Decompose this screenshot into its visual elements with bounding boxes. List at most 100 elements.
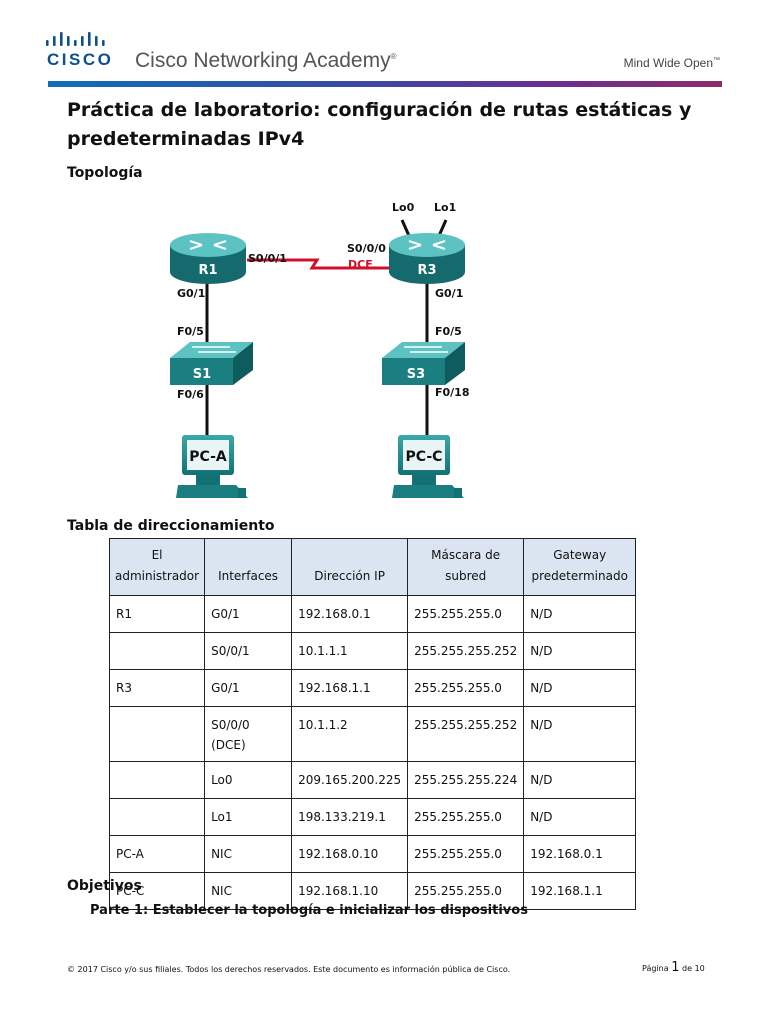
lo0-label: Lo0: [392, 201, 415, 214]
academy-text: Cisco Networking Academy: [135, 49, 391, 72]
pc-a: PC-A: [176, 435, 248, 498]
academy-name: Cisco Networking Academy®: [135, 49, 397, 73]
footer-copyright: © 2017 Cisco y/o sus filiales. Todos los…: [67, 965, 511, 974]
cell-gateway: N/D: [523, 632, 637, 670]
pcc-label: PC-C: [406, 449, 443, 465]
header-gateway: Gateway predeterminado: [523, 538, 637, 596]
cell-gateway: 192.168.1.1: [523, 872, 637, 910]
cell-interface: S0/0/1: [204, 632, 293, 670]
cell-mask: 255.255.255.252: [407, 706, 525, 762]
cell-mask: 255.255.255.0: [407, 669, 525, 707]
switch-s3: S3: [382, 342, 465, 385]
cell-mask: 255.255.255.0: [407, 595, 525, 633]
s1-down-label: F0/6: [177, 388, 204, 401]
router-r3: R3: [389, 233, 465, 284]
r3-serial-label: S0/0/0: [347, 242, 386, 255]
cell-device: [108, 798, 206, 836]
cell-interface: Lo1: [204, 798, 293, 836]
cell-mask: 255.255.255.252: [407, 632, 525, 670]
cell-interface: S0/0/0 (DCE): [204, 706, 293, 762]
page-current: 1: [671, 960, 680, 975]
cell-interface-line1: S0/0/0: [211, 718, 250, 732]
header-rule: [48, 81, 722, 87]
topology-diagram: R1 R3 S1 S3 PC-A PC-C: [170, 201, 470, 498]
cell-ip: 192.168.0.10: [291, 835, 409, 873]
cell-interface-line2: (DCE): [211, 738, 246, 752]
header-gateway-line2: predeterminado: [531, 569, 628, 583]
objective-part-1: Parte 1: Establecer la topología e inici…: [90, 903, 528, 918]
page-word: Página: [642, 964, 669, 973]
table-row: R1 G0/1 192.168.0.1 255.255.255.0 N/D: [108, 595, 637, 633]
cell-ip: 192.168.1.10: [291, 872, 409, 910]
tagline-text: Mind Wide Open: [623, 56, 713, 70]
page-number: Página 1 de 10: [642, 960, 705, 975]
cisco-logo-icon: [46, 32, 105, 46]
page-header: CISCO Cisco Networking Academy® Mind Wid…: [0, 0, 768, 90]
cell-device: PC-A: [108, 835, 206, 873]
table-row: S0/0/1 10.1.1.1 255.255.255.252 N/D: [108, 632, 637, 670]
s1-up-label: F0/5: [177, 325, 204, 338]
header-admin-line1: El: [151, 548, 163, 562]
cell-gateway: 192.168.0.1: [523, 835, 637, 873]
r1-serial-label: S0/0/1: [248, 252, 287, 265]
table-row: Lo0 209.165.200.225 255.255.255.224 N/D: [108, 761, 637, 799]
pca-label: PC-A: [189, 449, 227, 465]
lo1-label: Lo1: [434, 201, 456, 214]
topology-heading: Topología: [67, 165, 143, 181]
router-r1: R1: [170, 233, 246, 284]
s3-down-label: F0/18: [435, 386, 470, 399]
header-mask-line2: subred: [445, 569, 487, 583]
cell-ip: 209.165.200.225: [291, 761, 409, 799]
dce-label: DCE: [348, 258, 373, 271]
cell-device: PC-C: [108, 872, 206, 910]
s3-up-label: F0/5: [435, 325, 462, 338]
tagline: Mind Wide Open™: [624, 56, 720, 70]
cell-mask: 255.255.255.224: [407, 761, 525, 799]
cell-gateway: N/D: [523, 798, 637, 836]
pc-c: PC-C: [392, 435, 464, 498]
header-interfaces: Interfaces: [204, 538, 293, 596]
cell-interface: G0/1: [204, 669, 293, 707]
table-row: PC-A NIC 192.168.0.10 255.255.255.0 192.…: [108, 835, 637, 873]
cell-device: R1: [108, 595, 206, 633]
cell-device: R3: [108, 669, 206, 707]
cell-interface: Lo0: [204, 761, 293, 799]
header-ip: Dirección IP: [291, 538, 409, 596]
objectives-heading: Objetivos: [67, 878, 142, 894]
cell-mask: 255.255.255.0: [407, 872, 525, 910]
table-row: S0/0/0 (DCE) 10.1.1.2 255.255.255.252 N/D: [108, 706, 637, 762]
cell-device: [108, 761, 206, 799]
trademark: ™: [713, 57, 720, 64]
cell-device: [108, 632, 206, 670]
page-total: 10: [694, 964, 705, 973]
cell-interface: NIC: [204, 872, 293, 910]
r3-label: R3: [417, 263, 436, 278]
header-gateway-line1: Gateway: [553, 548, 607, 562]
cell-interface: NIC: [204, 835, 293, 873]
cell-mask: 255.255.255.0: [407, 798, 525, 836]
s3-label: S3: [407, 367, 425, 382]
cell-gateway: N/D: [523, 669, 637, 707]
r1-g-label: G0/1: [177, 287, 205, 300]
cell-interface: G0/1: [204, 595, 293, 633]
serial-link: [247, 258, 390, 270]
switch-s1: S1: [170, 342, 253, 385]
cell-device: [108, 706, 206, 762]
cell-ip: 10.1.1.2: [291, 706, 409, 762]
table-row: Lo1 198.133.219.1 255.255.255.0 N/D: [108, 798, 637, 836]
of-word: de: [682, 964, 693, 973]
cell-ip: 192.168.0.1: [291, 595, 409, 633]
table-heading: Tabla de direccionamiento: [67, 518, 275, 534]
header-mask-line1: Máscara de: [431, 548, 501, 562]
r1-label: R1: [198, 263, 217, 278]
cell-gateway: N/D: [523, 595, 637, 633]
registered-mark: ®: [390, 52, 397, 61]
cell-ip: 198.133.219.1: [291, 798, 409, 836]
cell-mask: 255.255.255.0: [407, 835, 525, 873]
cell-gateway: N/D: [523, 706, 637, 762]
cell-ip: 10.1.1.1: [291, 632, 409, 670]
cell-ip: 192.168.1.1: [291, 669, 409, 707]
r3-g-label: G0/1: [435, 287, 463, 300]
